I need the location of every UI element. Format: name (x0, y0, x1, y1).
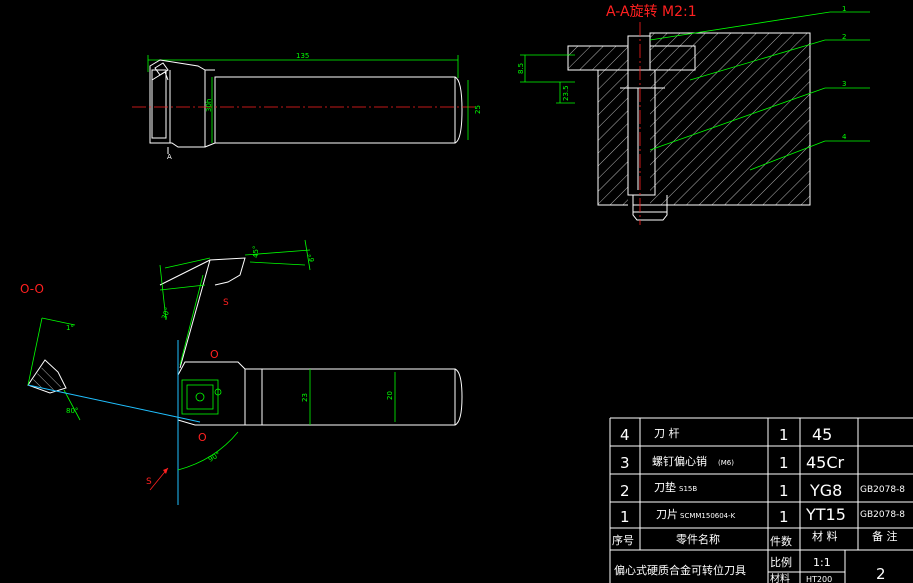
svg-text:刀垫: 刀垫 (654, 480, 676, 494)
header-note: 备 注 (872, 529, 898, 543)
svg-text:螺钉偏心销: 螺钉偏心销 (652, 454, 707, 468)
header-qty: 件数 (770, 535, 792, 548)
callout-4: 4 (842, 133, 847, 141)
svg-text:SCMM150604-K: SCMM150604-K (680, 512, 736, 520)
mark-s-lower: S (146, 477, 152, 487)
svg-text:3: 3 (620, 454, 630, 472)
svg-text:45Cr: 45Cr (806, 453, 845, 472)
svg-text:45°: 45° (252, 246, 260, 258)
svg-text:材料: 材料 (770, 572, 790, 583)
svg-text:6°: 6° (308, 254, 316, 262)
header-no: 序号 (612, 533, 634, 547)
mark-s-upper: S (223, 298, 229, 308)
svg-text:比例: 比例 (770, 555, 792, 569)
svg-text:GB2078-8: GB2078-8 (860, 510, 905, 520)
shank-body (214, 76, 456, 144)
svg-text:1: 1 (620, 508, 630, 526)
callout-3: 3 (842, 80, 846, 88)
section-title: A-A旋转 M2:1 (606, 4, 697, 20)
insert-profile (27, 359, 67, 394)
svg-text:23: 23 (301, 393, 309, 402)
svg-text:2: 2 (620, 482, 630, 500)
row-material: 45 (812, 425, 832, 444)
section-view: A-A旋转 M2:1 8.5 23.5 1 2 3 (517, 4, 870, 225)
svg-text:刀片: 刀片 (656, 508, 678, 521)
svg-text:30°: 30° (160, 306, 172, 320)
svg-text:1°: 1° (66, 324, 74, 332)
drawing-title: 偏心式硬质合金可转位刀具 (614, 563, 746, 577)
svg-text:1: 1 (779, 454, 789, 472)
svg-text:80°: 80° (66, 407, 78, 415)
svg-text:90°: 90° (207, 451, 222, 464)
sheet-number: 2 (876, 565, 886, 583)
svg-text:YG8: YG8 (809, 481, 842, 500)
svg-text:1: 1 (779, 482, 789, 500)
header-name: 零件名称 (676, 532, 720, 546)
top-view: 135 30h 25 A (132, 52, 482, 161)
callout-2: 2 (842, 33, 846, 41)
insert (181, 379, 219, 415)
svg-text:YT15: YT15 (805, 505, 846, 524)
dim-25-label: 25 (474, 105, 482, 114)
reference-axis (27, 384, 201, 423)
section-mark-a: A (167, 153, 172, 161)
tool-head (177, 361, 246, 426)
svg-text:(M6): (M6) (718, 459, 734, 467)
svg-text:HT200: HT200 (806, 575, 832, 583)
svg-text:S15B: S15B (679, 485, 697, 493)
svg-text:1: 1 (779, 508, 789, 526)
svg-text:8.5: 8.5 (517, 63, 525, 74)
row-name: 刀 杆 (654, 426, 680, 440)
mark-o-upper: O (210, 348, 219, 361)
rake-profile (179, 257, 246, 369)
detail-view-oo: O-O 1° 80° (20, 282, 201, 423)
bottom-tool-view: 23 20 45° 6° 30° S O 90° O S (146, 239, 463, 505)
detail-label: O-O (20, 282, 44, 296)
dim-135-label: 135 (296, 52, 309, 60)
dim-30h-label: 30h (205, 99, 213, 112)
row-qty: 1 (779, 426, 789, 444)
svg-text:GB2078-8: GB2078-8 (860, 485, 905, 495)
header-material: 材 料 (812, 529, 838, 543)
svg-text:23.5: 23.5 (562, 85, 570, 101)
svg-text:20: 20 (386, 391, 394, 400)
shank-end (454, 76, 463, 144)
svg-text:1:1: 1:1 (813, 556, 831, 569)
callout-1: 1 (842, 5, 846, 13)
shank (244, 368, 456, 426)
parts-table: 4 刀 杆 1 45 3 螺钉偏心销 (M6) 1 45Cr 2 刀垫 S15B… (609, 417, 913, 583)
row-no: 4 (620, 426, 630, 444)
mark-o-lower: O (198, 431, 207, 444)
